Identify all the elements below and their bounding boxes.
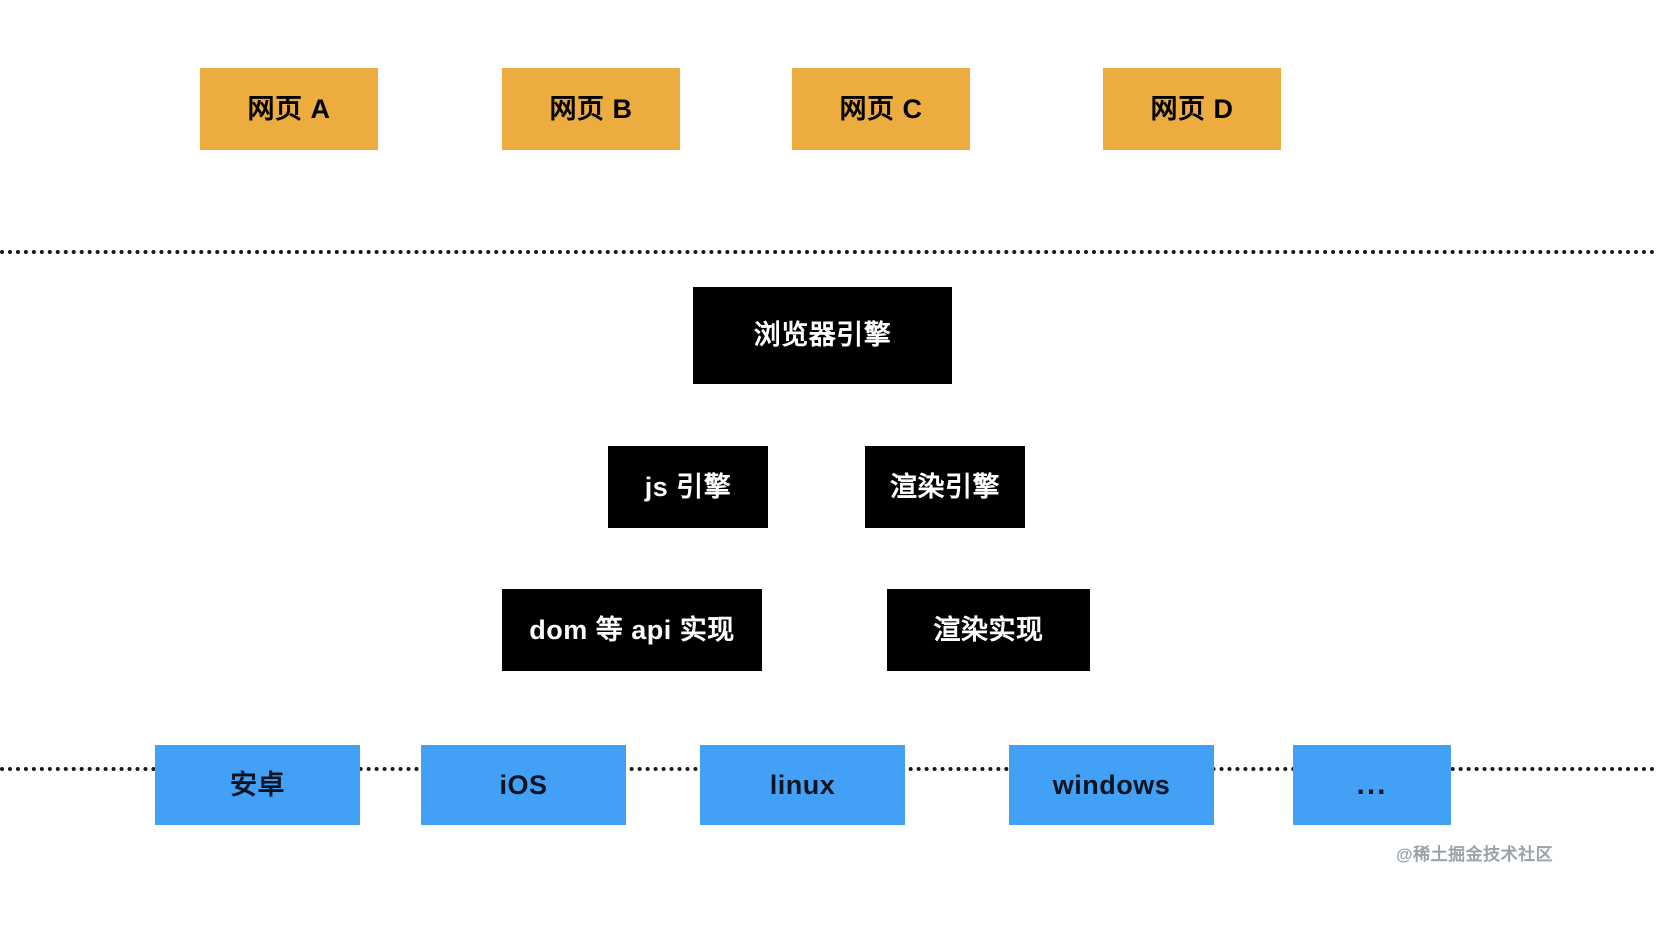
node-label: linux	[769, 769, 836, 800]
node-webpage-d[interactable]: 网页 D	[1103, 68, 1281, 150]
node-label: 安卓	[230, 769, 285, 800]
node-label: 浏览器引擎	[753, 320, 892, 351]
node-label: js 引擎	[644, 471, 732, 502]
node-label: 网页 A	[247, 93, 331, 124]
node-label: ...	[1356, 768, 1388, 801]
node-webpage-b[interactable]: 网页 B	[502, 68, 680, 150]
node-rendering-engine[interactable]: 渲染引擎	[865, 446, 1025, 528]
node-webpage-c[interactable]: 网页 C	[792, 68, 970, 150]
node-js-engine[interactable]: js 引擎	[608, 446, 768, 528]
node-os-linux[interactable]: linux	[700, 745, 905, 825]
node-label: iOS	[499, 769, 548, 800]
node-label: 渲染实现	[933, 614, 1044, 645]
node-os-android[interactable]: 安卓	[155, 745, 360, 825]
node-rendering-implementation[interactable]: 渲染实现	[887, 589, 1090, 671]
node-label: 网页 D	[1150, 93, 1234, 124]
top-divider	[0, 250, 1656, 254]
node-os-windows[interactable]: windows	[1009, 745, 1214, 825]
node-os-more[interactable]: ...	[1293, 745, 1451, 825]
node-label: dom 等 api 实现	[529, 614, 735, 645]
node-label: 网页 B	[549, 93, 633, 124]
node-webpage-a[interactable]: 网页 A	[200, 68, 378, 150]
node-label: 网页 C	[839, 93, 923, 124]
watermark: @稀土掘金技术社区	[1396, 845, 1554, 864]
node-label: windows	[1052, 769, 1171, 800]
node-browser-engine[interactable]: 浏览器引擎	[693, 287, 952, 384]
node-label: 渲染引擎	[890, 471, 1000, 502]
node-os-ios[interactable]: iOS	[421, 745, 626, 825]
node-dom-api-implementation[interactable]: dom 等 api 实现	[502, 589, 762, 671]
